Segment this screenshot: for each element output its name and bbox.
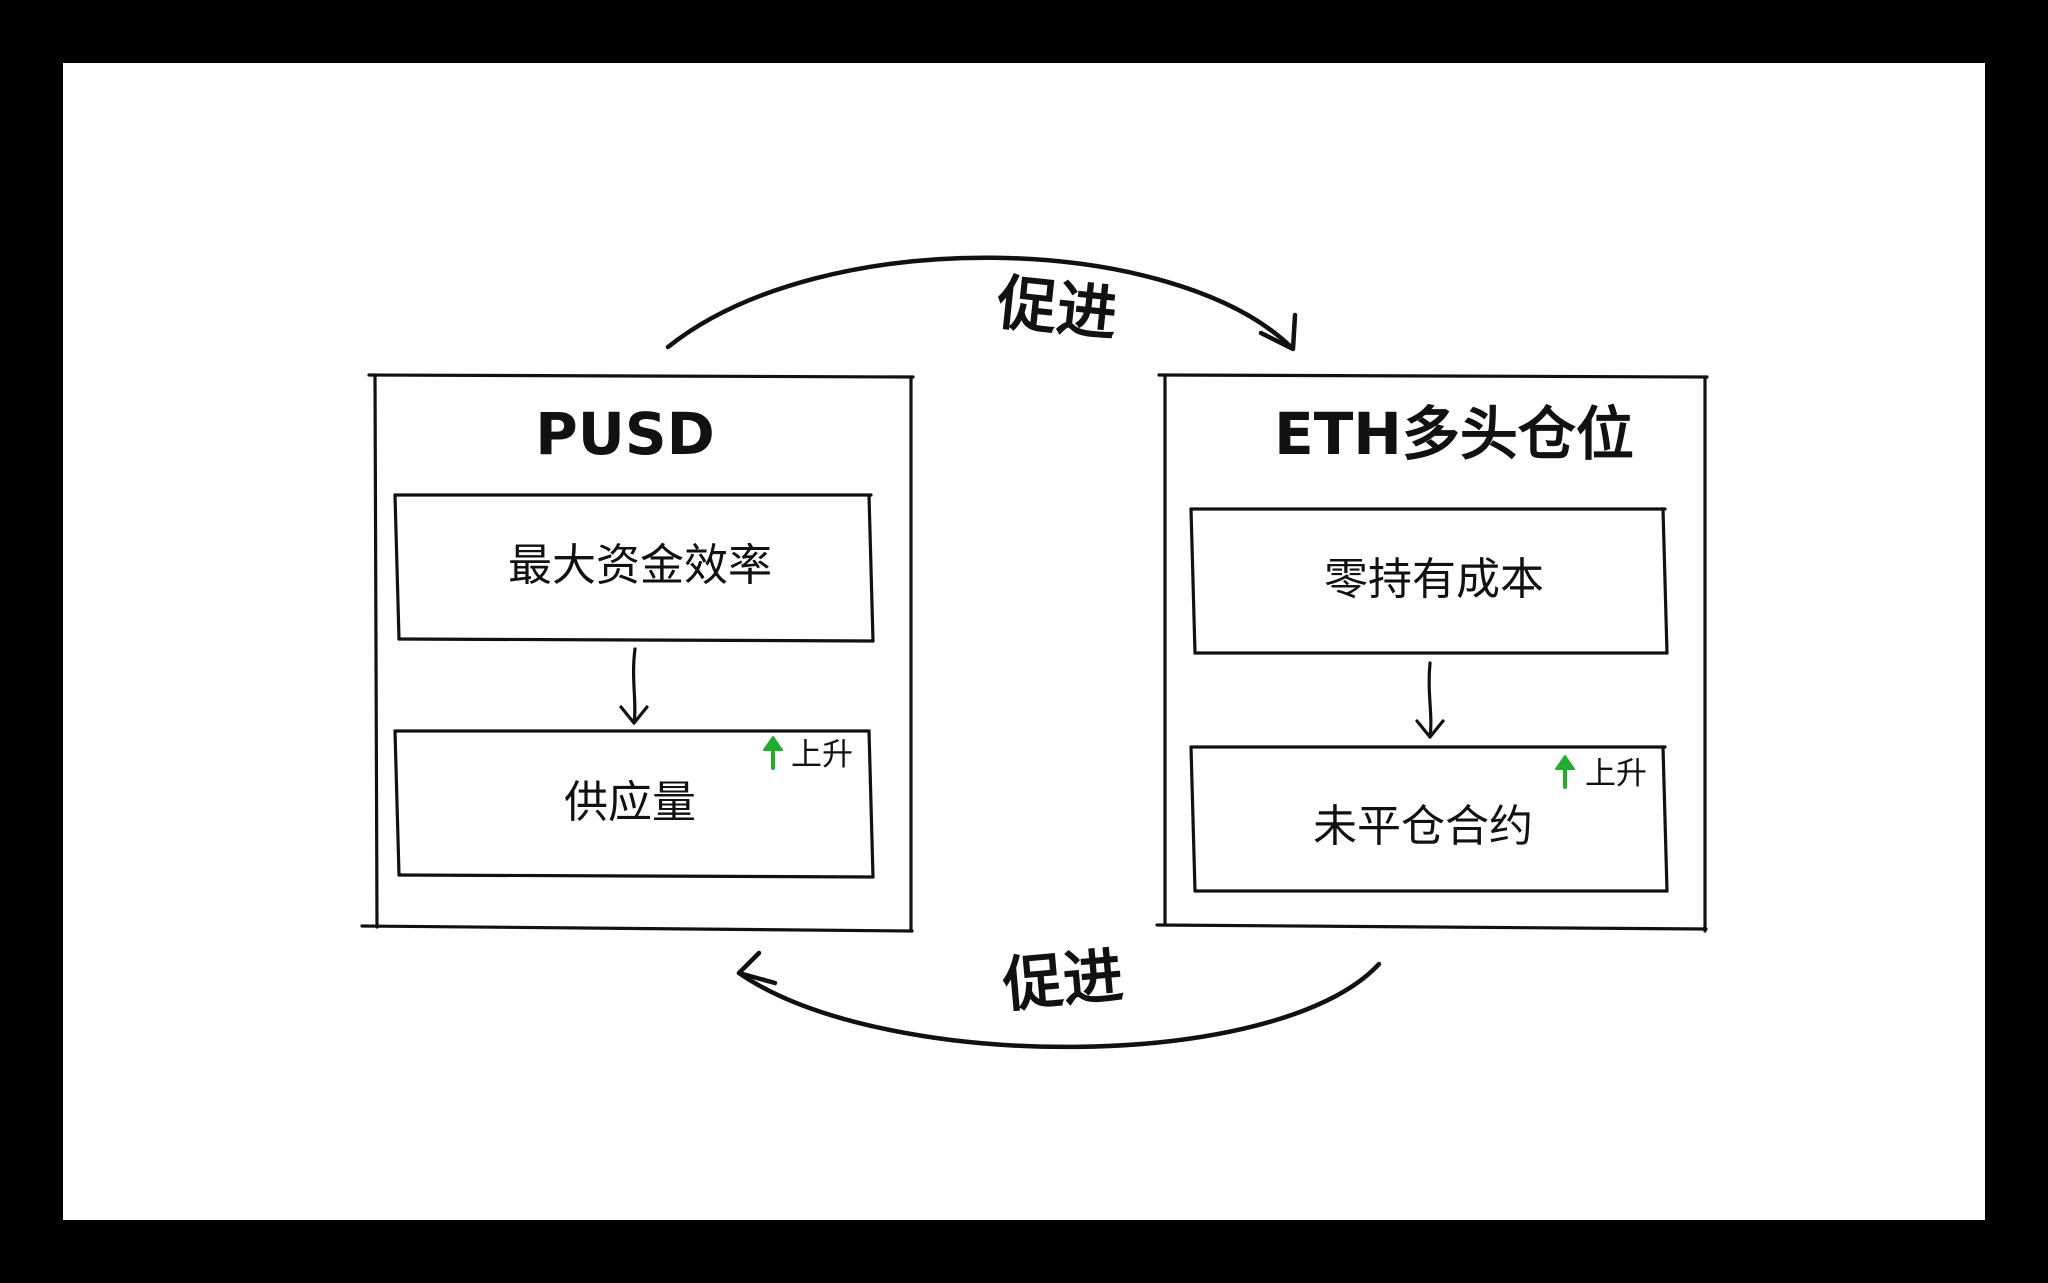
pusd-box: PUSD 最大资金效率 供应量	[360, 373, 915, 933]
supply-trend-badge: 上升	[791, 737, 853, 773]
eth-long-position-box: ETH多头仓位 零持有成本 未平仓合约	[1155, 373, 1709, 933]
max-capital-efficiency-node: 最大资金效率	[393, 493, 875, 643]
max-capital-efficiency-label: 最大资金效率	[508, 540, 772, 591]
supply-label: 供应量	[564, 777, 696, 828]
diagram-canvas: 促进 促进 PUSD 最大资金效率	[63, 63, 1985, 1220]
cycle-diagram: 促进 促进 PUSD 最大资金效率	[360, 255, 1709, 1050]
eth-long-position-title: ETH多头仓位	[1274, 400, 1634, 468]
supply-node: 供应量 上升	[393, 729, 875, 879]
top-edge-label: 促进	[993, 268, 1121, 350]
zero-holding-cost-node: 零持有成本	[1189, 507, 1669, 655]
bottom-promote-arrow	[736, 950, 1382, 1050]
up-arrow-icon	[763, 736, 783, 770]
pusd-title: PUSD	[535, 400, 715, 468]
pusd-inner-arrow	[619, 647, 649, 725]
zero-holding-cost-label: 零持有成本	[1324, 554, 1544, 605]
open-interest-label: 未平仓合约	[1313, 801, 1533, 852]
bottom-edge-label: 促进	[999, 941, 1126, 1021]
open-interest-node: 未平仓合约 上升	[1189, 745, 1669, 893]
top-promote-arrow	[665, 255, 1298, 352]
eth-inner-arrow	[1415, 661, 1445, 739]
open-interest-trend-badge: 上升	[1585, 756, 1647, 792]
up-arrow-icon	[1555, 755, 1575, 789]
